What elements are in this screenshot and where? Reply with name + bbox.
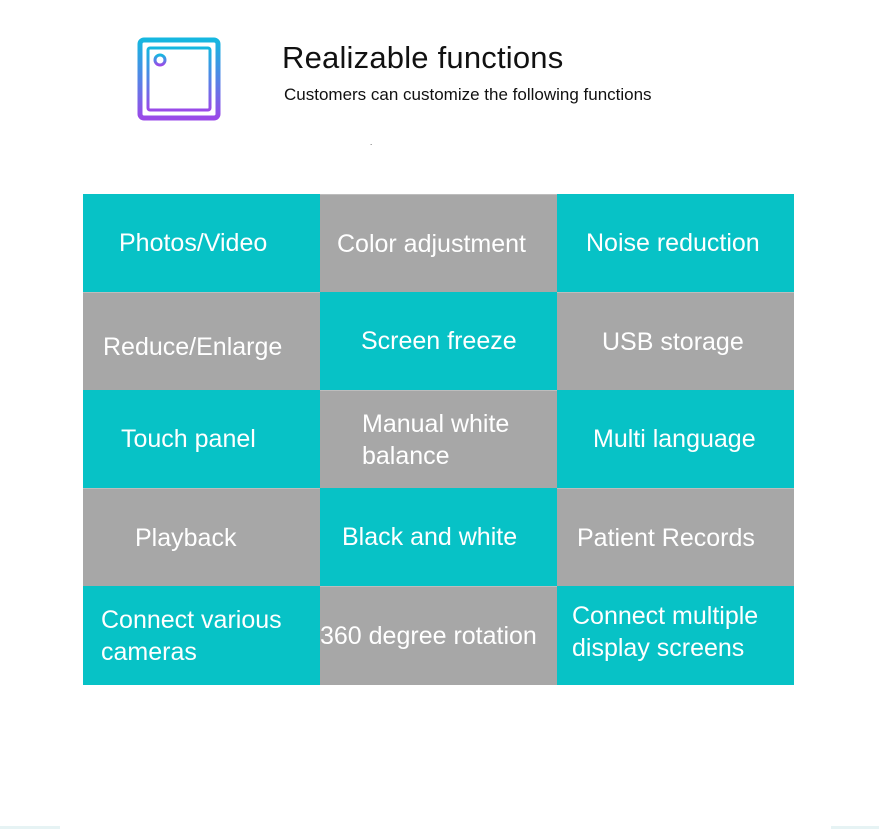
- function-cell: Touch panel: [83, 390, 320, 488]
- function-cell: Photos/Video: [83, 194, 320, 292]
- function-cell: Noise reduction: [557, 194, 794, 292]
- function-cell: Screen freeze: [320, 292, 557, 390]
- stray-dot: .: [370, 138, 373, 147]
- page-subtitle: Customers can customize the following fu…: [284, 85, 652, 104]
- microchip-icon: [115, 16, 243, 142]
- divider: [831, 826, 879, 829]
- function-cell: Playback: [83, 488, 320, 586]
- function-cell: Color adjustment: [320, 194, 557, 292]
- function-cell: Connect multiple display screens: [557, 586, 794, 685]
- page-title: Realizable functions: [282, 40, 564, 75]
- function-cell: Multi language: [557, 390, 794, 488]
- function-cell: 360 degree rotation: [320, 586, 557, 685]
- function-cell: Patient Records: [557, 488, 794, 586]
- function-cell: Manual white balance: [320, 390, 557, 488]
- function-cell: Reduce/Enlarge: [83, 292, 320, 390]
- function-cell: USB storage: [557, 292, 794, 390]
- functions-grid: Photos/Video Color adjustment Noise redu…: [83, 194, 794, 685]
- divider: [0, 826, 60, 829]
- function-cell: Connect various cameras: [83, 586, 320, 685]
- function-cell: Black and white: [320, 488, 557, 586]
